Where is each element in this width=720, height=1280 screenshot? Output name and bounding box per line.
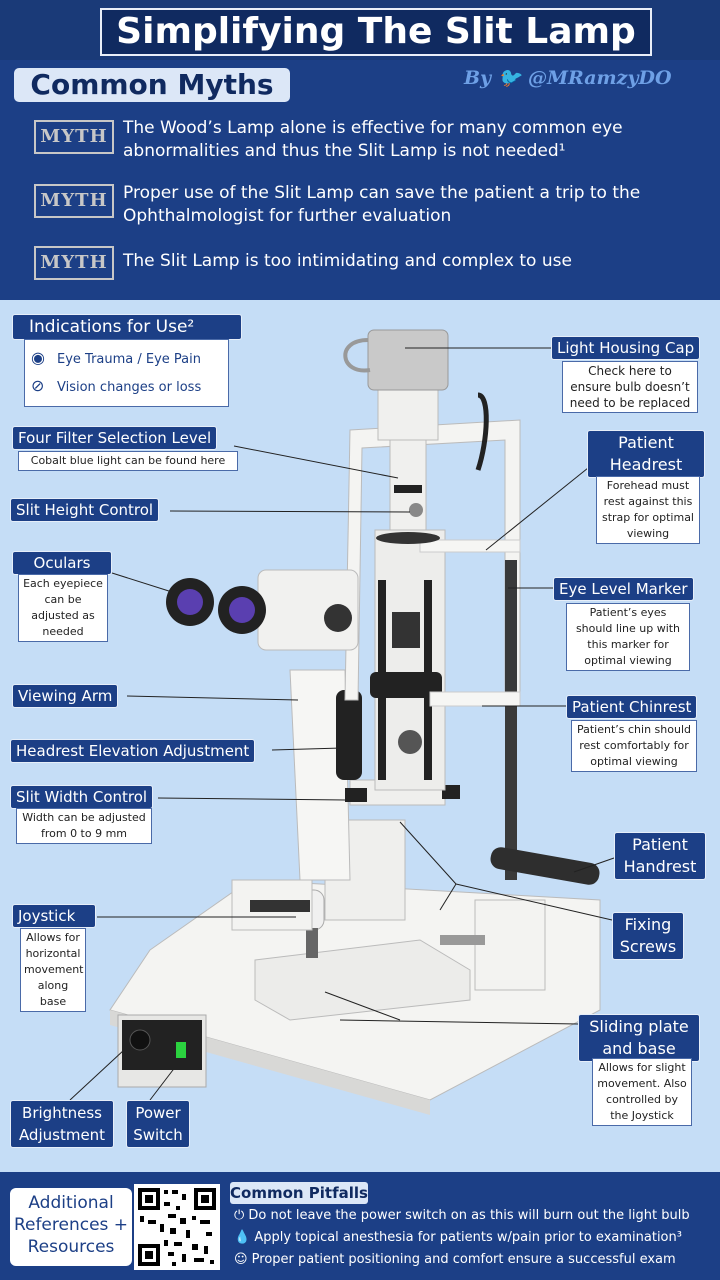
indications-heading: Indications for Use² bbox=[12, 314, 242, 340]
cap-handle bbox=[343, 338, 371, 373]
eye-slash-icon: ⊘ bbox=[31, 376, 45, 395]
note-patient-chinrest: Patient’s chin should rest comfortably f… bbox=[571, 720, 697, 772]
label-power-switch: Power Switch bbox=[126, 1100, 190, 1148]
forehead-strap bbox=[419, 539, 521, 553]
pitfall-item: ⏻ Do not leave the power switch on as th… bbox=[234, 1208, 690, 1223]
note-sliding-plate: Allows for slight movement. Also control… bbox=[592, 1058, 692, 1126]
indication-label: Vision changes or loss bbox=[57, 380, 202, 395]
label-light-cap: Light Housing Cap bbox=[551, 336, 701, 360]
myths-heading: Common Myths bbox=[14, 68, 290, 102]
label-joystick: Joystick bbox=[12, 904, 96, 928]
title-frame bbox=[100, 8, 652, 56]
myth-text: The Slit Lamp is too intimidating and co… bbox=[123, 251, 572, 271]
ocular-left-lens bbox=[177, 589, 203, 615]
note-patient-headrest: Forehead must rest against this strap fo… bbox=[596, 476, 700, 544]
page-title: Simplifying The Slit Lamp bbox=[116, 11, 636, 52]
rail-rod bbox=[250, 900, 310, 912]
light-cable bbox=[475, 392, 489, 471]
arm-clamp bbox=[370, 672, 442, 698]
light-housing-body bbox=[377, 389, 439, 441]
label-four-filter: Four Filter Selection Level bbox=[12, 426, 218, 450]
ocular-right-lens bbox=[229, 597, 255, 623]
qr-code-icon[interactable] bbox=[134, 1184, 220, 1270]
label-slit-height: Slit Height Control bbox=[10, 498, 160, 522]
label-headrest-elevation: Headrest Elevation Adjustment bbox=[10, 739, 256, 763]
additional-resources[interactable]: Additional References + Resources bbox=[10, 1188, 132, 1266]
indication-item: ⊘ Vision changes or loss bbox=[31, 374, 201, 398]
headrest-frame bbox=[344, 419, 521, 701]
note-eye-level: Patient’s eyes should line up with this … bbox=[566, 603, 690, 671]
label-brightness: Brightness Adjustment bbox=[10, 1100, 114, 1148]
power-switch[interactable] bbox=[176, 1042, 186, 1058]
author-byline[interactable]: By 🐦 @MRamzyDO bbox=[464, 67, 672, 89]
headrest-pole bbox=[505, 560, 517, 880]
indication-item: ◉ Eye Trauma / Eye Pain bbox=[31, 346, 201, 370]
label-viewing-arm: Viewing Arm bbox=[12, 684, 119, 708]
pitfall-item: 💧 Apply topical anesthesia for patients … bbox=[234, 1230, 682, 1245]
pitfall-item: ☺ Proper patient positioning and comfort… bbox=[234, 1252, 676, 1267]
light-housing-cap bbox=[367, 329, 449, 391]
indications-box: ◉ Eye Trauma / Eye Pain ⊘ Vision changes o… bbox=[24, 339, 229, 407]
note-light-cap: Check here to ensure bulb doesn’t need t… bbox=[562, 361, 698, 413]
viewing-arm bbox=[289, 669, 351, 881]
indication-label: Eye Trauma / Eye Pain bbox=[57, 352, 202, 367]
slit-dial bbox=[376, 532, 440, 544]
handrest bbox=[490, 847, 600, 885]
label-slit-width: Slit Width Control bbox=[10, 785, 154, 809]
eye-icon: ◉ bbox=[31, 348, 45, 367]
label-oculars: Oculars bbox=[12, 551, 112, 575]
sliding-plate bbox=[254, 939, 471, 1021]
note-four-filter: Cobalt blue light can be found here bbox=[18, 451, 238, 471]
myth-text: The Wood’s Lamp alone is effective for m… bbox=[123, 118, 623, 161]
note-slit-width: Width can be adjusted from 0 to 9 mm bbox=[16, 808, 152, 844]
slit-height-knob[interactable] bbox=[409, 503, 423, 517]
magnification-knob[interactable] bbox=[324, 604, 352, 632]
label-patient-chinrest: Patient Chinrest bbox=[566, 695, 698, 719]
note-joystick: Allows for horizontal movement along bas… bbox=[20, 928, 86, 1012]
myth-badge: MYTH bbox=[34, 246, 114, 280]
myth-text: Proper use of the Slit Lamp can save the… bbox=[123, 183, 641, 226]
fixing-knob[interactable] bbox=[398, 730, 422, 754]
mirror-block bbox=[392, 612, 420, 648]
right-rail-rod bbox=[440, 935, 485, 945]
leader-lines bbox=[69, 347, 615, 1101]
note-oculars: Each eyepiece can be adjusted as needed bbox=[18, 574, 108, 642]
joystick-shaft bbox=[306, 928, 318, 958]
brightness-knob[interactable] bbox=[129, 1029, 151, 1051]
slit-width-knob[interactable] bbox=[345, 788, 367, 802]
headrest-elevation-knob[interactable] bbox=[336, 690, 362, 780]
label-sliding-plate: Sliding plate and base bbox=[578, 1014, 700, 1062]
label-fixing-screws: Fixing Screws bbox=[612, 912, 684, 960]
filter-ring[interactable] bbox=[394, 485, 422, 493]
slit-lamp-illustration bbox=[69, 329, 615, 1115]
pitfalls-heading: Common Pitfalls bbox=[230, 1182, 368, 1204]
label-patient-headrest: Patient Headrest bbox=[587, 430, 705, 478]
label-patient-handrest: Patient Handrest bbox=[614, 832, 706, 880]
right-rail bbox=[474, 899, 546, 991]
label-eye-level: Eye Level Marker bbox=[553, 577, 694, 601]
chinrest-bar bbox=[429, 691, 521, 707]
slit-width-knob-right[interactable] bbox=[442, 785, 460, 799]
myth-badge: MYTH bbox=[34, 120, 114, 154]
myth-badge: MYTH bbox=[34, 184, 114, 218]
